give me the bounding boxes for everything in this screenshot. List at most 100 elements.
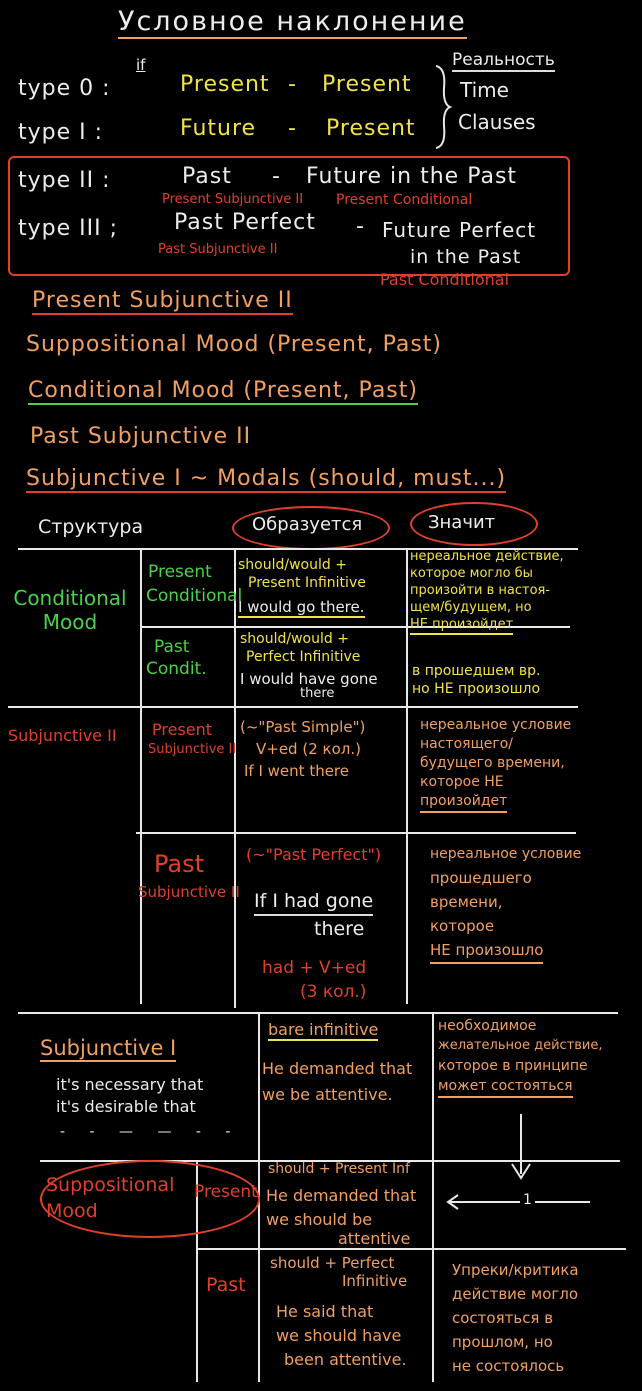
subj2-past-meaning-3: времени,	[430, 893, 503, 911]
cond-present-meaning: нереальное действие, которое могло бы пр…	[410, 548, 564, 635]
cond-present-meaning-4: щем/будущем, но	[410, 600, 532, 615]
supp-past-meaning-3: состояться в	[452, 1309, 554, 1327]
supp-past-example-2: we should have	[276, 1326, 402, 1345]
mood-past-subjunctive-2: Past Subjunctive II	[30, 424, 252, 449]
subj2-present-meaning-3: будущего времени,	[420, 755, 565, 771]
subj2-present-name: Present Subjunctive II	[148, 720, 236, 760]
subj2-present-form: (~"Past Simple") V+ed (2 кол.) If I went…	[240, 716, 365, 782]
subj2-past-name: Past Subjunctive II	[138, 850, 240, 906]
supp-present-example-2: we should be	[266, 1210, 373, 1229]
brace-icon	[435, 65, 452, 149]
subj1-dashes: - - — — - -	[60, 1124, 241, 1140]
header-forms: Образуется	[252, 514, 363, 535]
time-clauses-1: Time	[460, 78, 509, 102]
cond-past-form: should/would + Perfect Infinitive I woul…	[240, 630, 378, 700]
table-line-v-form	[234, 548, 236, 1008]
subj1-example: He demanded that we be attentive.	[262, 1056, 412, 1108]
type2-dash: -	[272, 164, 281, 189]
table-line-h2	[8, 706, 578, 708]
cond-past-meaning: в прошедшем вр. но НЕ произошло	[412, 662, 540, 698]
supp-past-example: He said that we should have been attenti…	[276, 1300, 407, 1372]
cond-past-meaning-2: но НЕ произошло	[412, 681, 541, 697]
supp-present-form: should + Present Inf	[268, 1160, 410, 1178]
type2-left: Past	[182, 164, 232, 189]
type3-dash: -	[356, 214, 365, 239]
subj1-label: Subjunctive I	[40, 1036, 177, 1062]
subj2-present-meaning-1: нереальное условие	[420, 717, 572, 733]
if-label: if	[136, 56, 146, 74]
subj1-phrase-2: it's desirable that	[56, 1097, 196, 1116]
table-line-h4	[40, 1160, 620, 1162]
table-line-v-meaning-2	[432, 1012, 434, 1382]
table-line-v-supp	[196, 1160, 198, 1382]
table-line-h-supp-mid	[196, 1248, 626, 1250]
time-clauses-2: Clauses	[458, 110, 536, 134]
cond-past-name-2: Condit.	[146, 659, 207, 679]
supp-present-example-3: attentive	[338, 1229, 411, 1248]
type1-left: Future	[180, 116, 257, 141]
subj2-past-form2-2: (3 кол.)	[300, 982, 367, 1002]
subj1-form: bare infinitive	[268, 1020, 379, 1041]
type3-label: type III ;	[18, 216, 119, 241]
table-line-h-cond-mid	[140, 626, 570, 628]
subj2-past-meaning-1: нереальное условие	[430, 846, 582, 862]
supp-past-form-1: should + Perfect	[270, 1254, 395, 1272]
supp-past-meaning-1: Упреки/критика	[452, 1261, 579, 1279]
header-meaning: Значит	[428, 512, 496, 533]
subj1-meaning-4: может состояться	[438, 1076, 573, 1098]
cond-present-meaning-5: НЕ произойдет	[410, 616, 514, 635]
subj1-example-2: we be attentive.	[262, 1085, 393, 1104]
subj2-past-name-2: Subjunctive II	[138, 883, 240, 901]
supp-past-form: should + Perfect Infinitive	[270, 1254, 407, 1290]
cond-present-example: I would go there.	[238, 598, 365, 618]
table-line-h-subj-mid	[136, 832, 576, 834]
cond-present-name-2: Conditional	[146, 586, 243, 606]
supp-past-meaning-4: прошлом, но	[452, 1333, 553, 1351]
subj2-present-example: If I went there	[244, 762, 349, 780]
unreal-types-box	[8, 156, 570, 276]
subj1-example-1: He demanded that	[262, 1059, 413, 1078]
type3-note-left: Past Subjunctive II	[158, 242, 278, 257]
cond-past-form-1: should/would +	[240, 631, 349, 647]
supp-past-meaning-2: действие могло	[452, 1285, 579, 1303]
type0-right: Present	[322, 72, 412, 97]
table-line-h3	[18, 1012, 618, 1014]
supp-past-example-3: been attentive.	[284, 1350, 407, 1369]
cond-present-meaning-2: которое могло бы	[410, 566, 533, 581]
subj2-past-meaning-5: НЕ произошло	[430, 938, 544, 964]
subj2-past-name-1: Past	[154, 850, 205, 878]
subj2-present-form-1: (~"Past Simple")	[240, 718, 366, 736]
type2-note-right: Present Conditional	[336, 192, 473, 208]
subj2-past-example-1: If I had gone	[254, 888, 374, 916]
suppositional-oval	[40, 1160, 260, 1238]
subj2-past-form-1: (~"Past Perfect")	[246, 845, 382, 864]
cond-present-form-1: should/would +	[238, 557, 347, 573]
subj2-present-meaning-4: которое НЕ	[420, 774, 504, 790]
cond-present-name-1: Present	[148, 562, 212, 582]
type1-label: type I :	[18, 120, 104, 145]
reality-label: Реальность	[452, 50, 555, 72]
subj1-meaning-3: которое в принципе	[438, 1058, 588, 1074]
header-meaning-oval	[410, 502, 538, 546]
subj1-meaning: необходимое желательное действие, которо…	[438, 1016, 603, 1098]
subj2-present-name-2: Subjunctive II	[148, 742, 237, 757]
type0-label: type 0 :	[18, 76, 111, 101]
subj2-present-name-1: Present	[152, 720, 213, 739]
supp-arrow-label: 1	[520, 1192, 535, 1208]
type0-left: Present	[180, 72, 270, 97]
mood-subjunctive-1: Subjunctive I ~ Modals (should, must...)	[26, 466, 507, 493]
supp-present-example-1: He demanded that	[266, 1186, 417, 1205]
supp-present-example: He demanded that we should be attentive	[266, 1184, 417, 1248]
type1-dash: -	[288, 116, 297, 141]
conditional-label-text: Conditional Mood	[13, 586, 127, 634]
table-line-v-meaning	[406, 548, 408, 1004]
cond-past-meaning-1: в прошедшем вр.	[412, 663, 541, 679]
conditional-label: Conditional Mood	[10, 586, 130, 634]
cond-past-example-2: there	[300, 686, 335, 701]
supp-past-meaning-5: не состоялось	[452, 1357, 565, 1375]
type0-dash: -	[288, 72, 297, 97]
cond-past-form-2: Perfect Infinitive	[246, 649, 361, 665]
supp-present-name: Present	[194, 1182, 258, 1202]
page-title: Условное наклонение	[118, 6, 467, 39]
subj2-present-meaning-5: произойдет	[420, 792, 508, 813]
